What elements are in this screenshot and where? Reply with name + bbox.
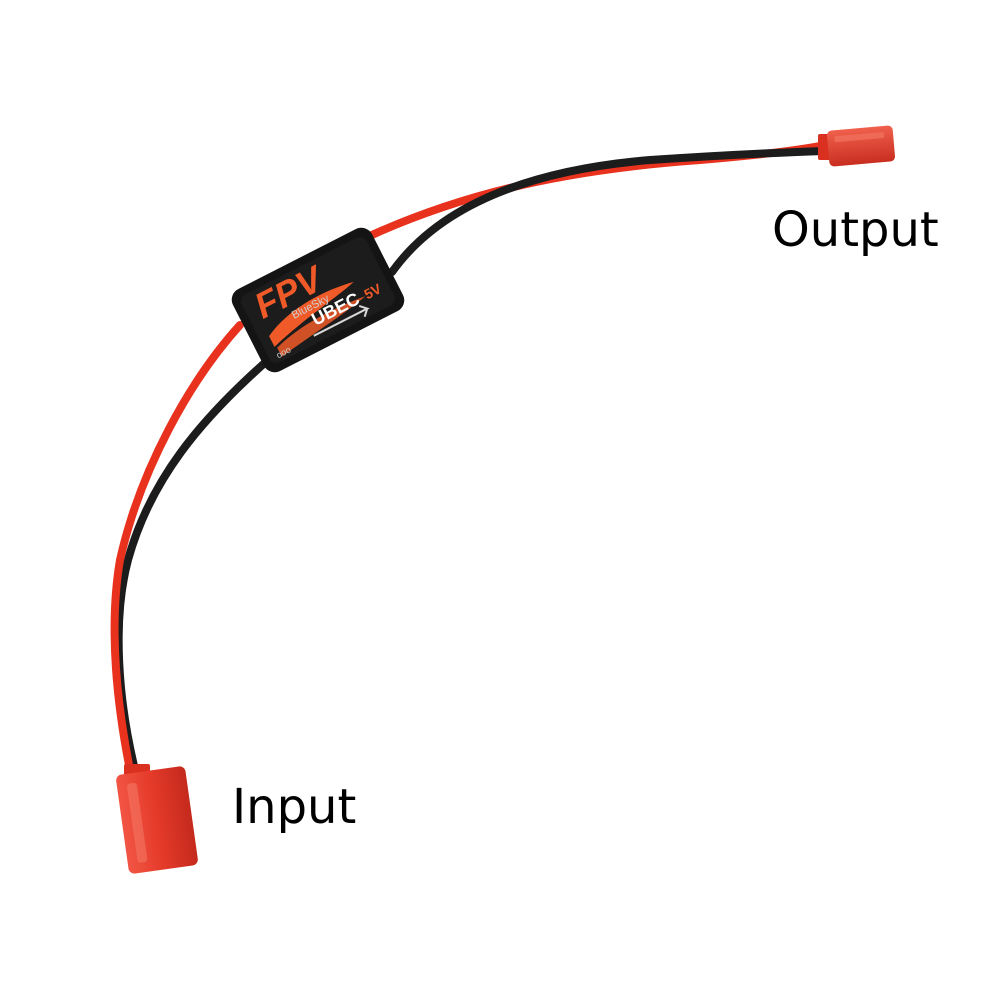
- input-connector: [116, 764, 198, 874]
- module-voltage: 5V: [361, 280, 384, 302]
- output-red-wire: [336, 141, 829, 254]
- output-connector: [818, 125, 896, 167]
- input-label: Input: [232, 779, 357, 835]
- input-black-wire: [114, 356, 272, 774]
- output-black-wire: [388, 147, 829, 276]
- input-red-wire: [110, 321, 244, 774]
- output-label: Output: [772, 202, 939, 258]
- ubec-module: FPV BlueSky UBEC 5V ooo: [231, 227, 405, 373]
